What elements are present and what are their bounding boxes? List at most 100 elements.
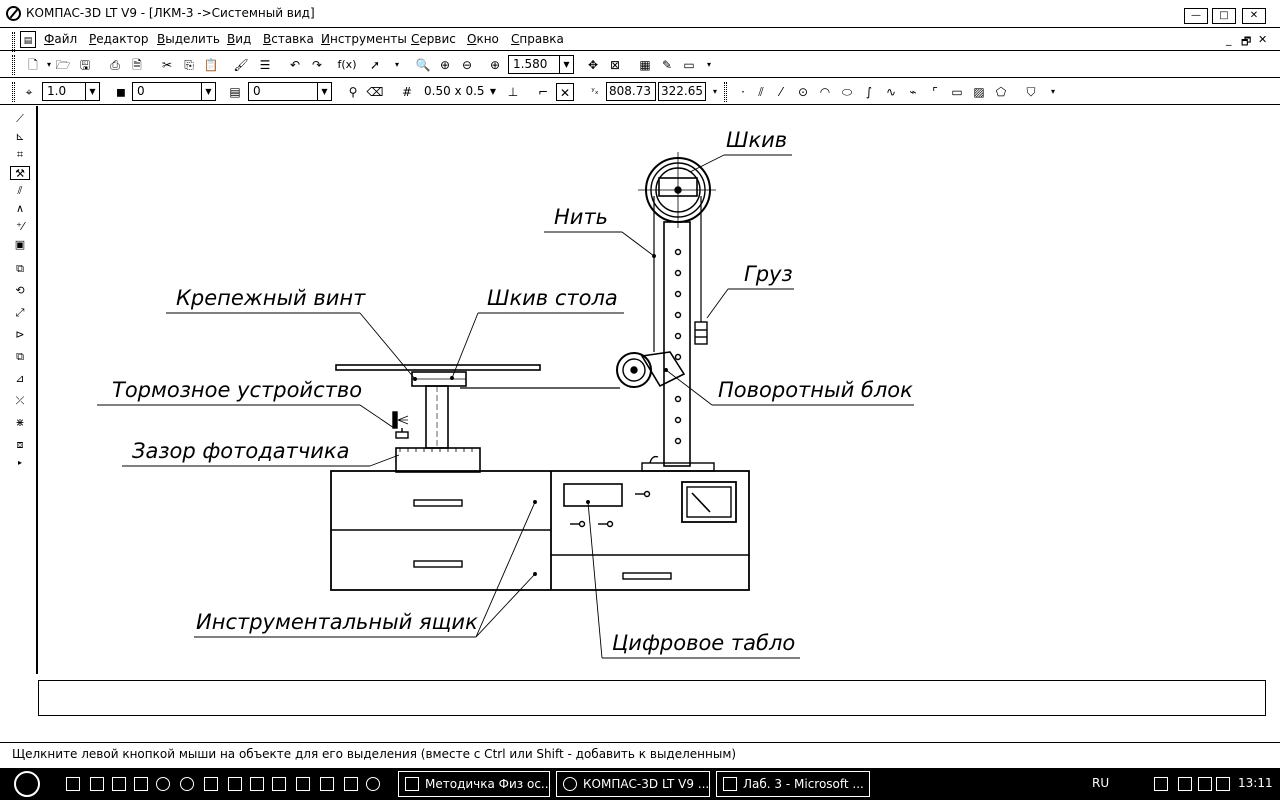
- document-icon[interactable]: ▤: [20, 31, 36, 48]
- show-all-icon[interactable]: ⊠: [609, 58, 621, 72]
- clip-icon[interactable]: ⧈: [16, 438, 24, 451]
- dropdown-arrow-icon[interactable]: ▾: [46, 60, 51, 69]
- calc-icon[interactable]: [296, 777, 310, 791]
- symbols-icon[interactable]: ⌗: [16, 148, 24, 161]
- new-file-icon[interactable]: 🗋: [28, 58, 38, 72]
- toolbar-overflow-icon[interactable]: ▾: [712, 87, 717, 96]
- pulley-assembly[interactable]: [638, 152, 716, 228]
- task-kompas[interactable]: КОМПАС-3D LT V9 ...: [556, 771, 710, 797]
- contour-icon[interactable]: ⬠: [995, 85, 1007, 99]
- menu-editor[interactable]: Редактор: [89, 32, 149, 46]
- dimensions-icon[interactable]: ⊾: [15, 130, 25, 143]
- label-photo-gap[interactable]: Зазор фотодатчика: [132, 439, 349, 463]
- paste-icon[interactable]: 📋: [203, 58, 219, 72]
- point-icon[interactable]: ·: [741, 85, 745, 99]
- menu-file[interactable]: Файл: [44, 32, 78, 46]
- player-icon[interactable]: [180, 777, 194, 791]
- flag-icon[interactable]: [1198, 777, 1212, 791]
- label-rotating-block[interactable]: Поворотный блок: [718, 378, 913, 402]
- measure-icon[interactable]: ∧: [15, 202, 25, 215]
- rotate-icon[interactable]: ⟲: [15, 284, 25, 297]
- zoom-window-icon[interactable]: 🔍: [415, 58, 431, 72]
- network-icon[interactable]: [1154, 777, 1168, 791]
- mdi-minimize-button[interactable]: _: [1226, 33, 1232, 46]
- copy-tool-icon[interactable]: ⧉: [16, 350, 24, 363]
- panel-expand-icon[interactable]: ▸: [17, 458, 22, 467]
- layer-icon[interactable]: ◼: [116, 85, 126, 99]
- properties-brush-icon[interactable]: 🖌: [233, 58, 249, 72]
- chevron-down-icon[interactable]: ▼: [489, 87, 497, 96]
- grid-step-value[interactable]: 0.50 x 0.5: [424, 84, 485, 98]
- print-preview-icon[interactable]: 🗎: [132, 58, 142, 72]
- menu-tools[interactable]: Инструменты: [321, 32, 407, 46]
- word-icon[interactable]: [112, 777, 126, 791]
- spec-icon[interactable]: ✎: [661, 58, 673, 72]
- zoom-out-icon[interactable]: ⊖: [461, 58, 473, 72]
- ortho-icon[interactable]: ⌐: [537, 85, 549, 99]
- label-pulley[interactable]: Шкив: [726, 128, 787, 152]
- associative-views-icon[interactable]: ▣: [14, 238, 26, 251]
- copy-icon[interactable]: ⎘: [184, 58, 194, 72]
- toolbar-grip[interactable]: [724, 82, 727, 102]
- chevron-down-icon[interactable]: ▼: [85, 83, 99, 100]
- language-indicator[interactable]: RU: [1092, 776, 1110, 790]
- toolbar-overflow-icon[interactable]: ▾: [1050, 87, 1055, 96]
- info-icon[interactable]: [272, 777, 286, 791]
- label-tool-box[interactable]: Инструментальный ящик: [196, 610, 478, 634]
- print-icon[interactable]: ⎙: [110, 58, 120, 72]
- toolbar-grip[interactable]: [12, 55, 15, 75]
- media-icon[interactable]: [204, 777, 218, 791]
- zoom-scale-icon[interactable]: ⊕: [489, 58, 501, 72]
- ellipse-icon[interactable]: ⬭: [841, 85, 853, 99]
- maximize-button[interactable]: □: [1212, 8, 1236, 24]
- explorer-icon[interactable]: [90, 777, 104, 791]
- list-icon[interactable]: ☰: [259, 58, 271, 72]
- task-methodichka[interactable]: Методичка Физ ос...: [398, 771, 550, 797]
- save-icon[interactable]: 🖫: [79, 58, 91, 72]
- break-icon[interactable]: ⋇: [15, 416, 25, 429]
- segment-icon[interactable]: ⁄: [779, 85, 782, 99]
- zoom-combo[interactable]: 1.580 ▼: [508, 55, 574, 74]
- close-button[interactable]: ✕: [1242, 8, 1266, 24]
- undo-icon[interactable]: ↶: [289, 58, 301, 72]
- grid-icon[interactable]: #: [401, 85, 413, 99]
- desktop-icon[interactable]: [66, 777, 80, 791]
- circle-icon[interactable]: ⊙: [797, 85, 809, 99]
- scale-tool-icon[interactable]: ⤢: [15, 306, 25, 319]
- kompas-app-icon[interactable]: [6, 6, 21, 21]
- zoom-in-icon[interactable]: ⊕: [439, 58, 451, 72]
- property-panel[interactable]: [38, 680, 1266, 716]
- style-icon[interactable]: ▤: [229, 85, 241, 99]
- parametrization-icon[interactable]: ⫽: [17, 184, 23, 197]
- scale-icon[interactable]: ⌖: [25, 85, 33, 99]
- task-word[interactable]: Лаб. 3 - Microsoft ...: [716, 771, 870, 797]
- fill-icon[interactable]: ⛉: [1026, 85, 1036, 99]
- label-thread[interactable]: Нить: [554, 205, 608, 229]
- app-icon[interactable]: [320, 777, 334, 791]
- drawing-canvas[interactable]: Шкив Нить Груз Крепежный винт Шкив стола…: [36, 106, 1280, 674]
- deform-icon[interactable]: ⊿: [15, 372, 25, 385]
- tool-icon[interactable]: [228, 777, 242, 791]
- toolbar-overflow-icon[interactable]: ▾: [394, 60, 399, 69]
- menu-window[interactable]: Окно: [467, 32, 499, 46]
- mdi-close-button[interactable]: ✕: [1258, 33, 1268, 46]
- base-cabinet[interactable]: [330, 470, 750, 591]
- scale-combo[interactable]: 1.0 ▼: [42, 82, 100, 101]
- menu-grip[interactable]: [12, 32, 15, 52]
- parametrize-icon[interactable]: ▦: [639, 58, 651, 72]
- pan-icon[interactable]: ✥: [587, 58, 599, 72]
- label-table-pulley[interactable]: Шкив стола: [487, 286, 618, 310]
- menu-insert[interactable]: Вставка: [263, 32, 314, 46]
- eraser-icon[interactable]: ⌫: [366, 85, 384, 99]
- app-icon[interactable]: [366, 777, 380, 791]
- layer-combo[interactable]: 0 ▼: [132, 82, 216, 101]
- style-combo[interactable]: 0 ▼: [248, 82, 332, 101]
- coord-y-field[interactable]: 322.65: [658, 82, 706, 101]
- chevron-down-icon[interactable]: ▼: [317, 83, 331, 100]
- minimize-button[interactable]: —: [1184, 8, 1208, 24]
- move-icon[interactable]: ⧉: [16, 262, 24, 275]
- coord-x-field[interactable]: 808.73: [606, 82, 656, 101]
- arc-icon[interactable]: ◠: [819, 85, 831, 99]
- magnet-icon[interactable]: ⚲: [348, 85, 358, 99]
- rectangle-icon[interactable]: ▭: [951, 85, 963, 99]
